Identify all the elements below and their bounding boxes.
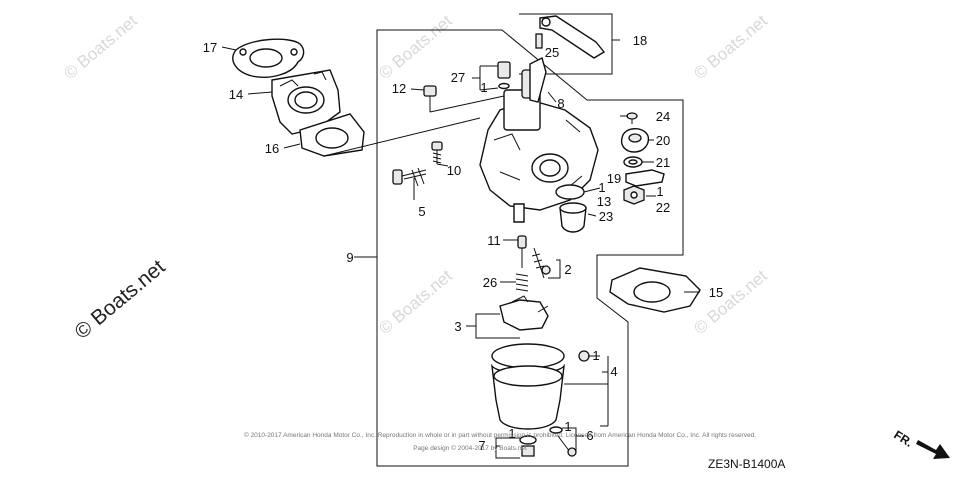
callout-17: 17: [203, 40, 217, 55]
callout-20: 20: [656, 133, 670, 148]
insulator-14: [271, 69, 341, 135]
callout-labels: 1 1 1 1 1 1 2 3 4 5 6 7 8 9 10 11 12 13 …: [203, 33, 723, 453]
front-direction-marker: FR.: [891, 428, 950, 459]
screw-2: [531, 247, 551, 279]
callout-21: 21: [656, 155, 670, 170]
callout-18: 18: [633, 33, 647, 48]
choke-lever-18: [535, 15, 606, 59]
watermark-main: © Boats.net: [70, 255, 169, 343]
washer-21: [623, 156, 643, 168]
spring-26: [515, 273, 529, 292]
callout-24: 24: [656, 109, 670, 124]
choke-lever-8: [529, 56, 547, 103]
watermark: © Boats.net: [375, 266, 456, 338]
gasket-15: [609, 267, 701, 313]
callout-23: 23: [599, 209, 613, 224]
callout-1: 1: [508, 426, 515, 441]
copyright-sub-line: Page design © 2004-2017 by Boats.net: [413, 444, 527, 452]
callout-3: 3: [454, 319, 461, 334]
callout-11: 11: [487, 233, 501, 248]
needle-11: [517, 235, 527, 268]
screw-set-5: [392, 167, 427, 187]
callout-27: 27: [451, 70, 465, 85]
assembly-boundary: [376, 29, 684, 467]
nut-22: [623, 185, 645, 205]
callout-25: 25: [545, 45, 559, 60]
watermark: © Boats.net: [690, 11, 771, 83]
cover-20: [620, 128, 650, 153]
screw-24: [626, 112, 638, 124]
lever-group-bracket: [519, 13, 613, 75]
callout-5: 5: [418, 204, 425, 219]
watermark: © Boats.net: [375, 11, 456, 83]
jet-27: [497, 61, 511, 90]
callout-1: 1: [564, 419, 571, 434]
cap-23: [559, 202, 587, 233]
callout-16: 16: [265, 141, 279, 156]
callout-9: 9: [346, 250, 353, 265]
callout-14: 14: [229, 87, 243, 102]
float-chamber-4: [491, 343, 590, 430]
callout-1: 1: [598, 180, 605, 195]
gasket-13: [555, 184, 585, 200]
callout-15: 15: [709, 285, 723, 300]
drawing-code: ZE3N-B1400A: [708, 457, 785, 471]
spring-19: [625, 169, 665, 187]
callout-10: 10: [447, 163, 461, 178]
screw-12: [423, 85, 437, 112]
callout-2: 2: [564, 262, 571, 277]
screw-10: [431, 141, 443, 164]
callout-22: 22: [656, 200, 670, 215]
watermark: © Boats.net: [690, 266, 771, 338]
callout-1: 1: [592, 348, 599, 363]
callout-8: 8: [557, 96, 564, 111]
callout-26: 26: [483, 275, 497, 290]
callout-7: 7: [478, 438, 485, 453]
callout-1: 1: [480, 80, 487, 95]
direction-arrow-icon: [916, 440, 950, 459]
callout-13: 13: [597, 194, 611, 209]
copyright-line: © 2010-2017 American Honda Motor Co., In…: [244, 431, 756, 439]
callout-6: 6: [586, 428, 593, 443]
watermark: © Boats.net: [60, 11, 141, 83]
gasket-17: [232, 38, 305, 78]
callout-19: 19: [607, 171, 621, 186]
gasket-16: [299, 113, 365, 157]
callout-12: 12: [392, 81, 406, 96]
direction-label: FR.: [891, 428, 915, 450]
float-3: [499, 295, 549, 331]
bolt-7: [519, 435, 537, 457]
leader-lines: [221, 39, 700, 459]
callout-1: 1: [656, 184, 663, 199]
callout-4: 4: [610, 364, 617, 379]
